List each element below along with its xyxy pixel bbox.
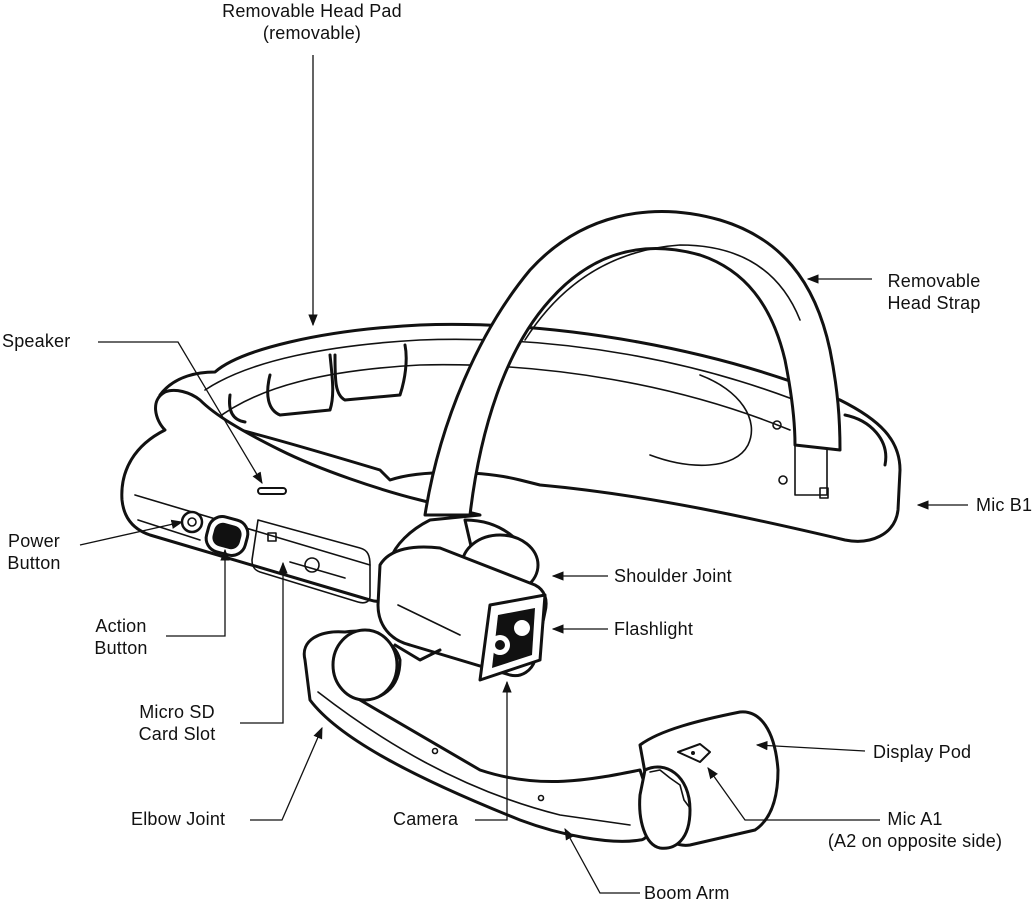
boom-arm [302, 628, 654, 843]
shoulder-and-camera-module [376, 518, 548, 682]
label-display-pod: Display Pod [873, 742, 972, 762]
label-power-line1: Power [7, 531, 61, 551]
label-flashlight: Flashlight [614, 619, 694, 639]
label-boom-arm: Boom Arm [644, 883, 730, 903]
label-micro-sd-line1: Micro SD [139, 702, 215, 722]
label-shoulder-joint: Shoulder Joint [614, 566, 732, 586]
label-elbow-joint: Elbow Joint [131, 809, 226, 829]
label-head-pad-line2: (removable) [262, 23, 362, 43]
leader-lines [79, 55, 968, 894]
label-head-pad-line1: Removable Head Pad [222, 1, 402, 21]
label-action-button: Action Button [80, 615, 162, 659]
head-strap [423, 210, 842, 517]
head-band-housing [157, 323, 902, 543]
label-head-pad: Removable Head Pad (removable) [196, 0, 428, 44]
label-mic-a1: Mic A1 (A2 on opposite side) [810, 808, 1020, 852]
label-head-strap: Removable Head Strap [866, 270, 1002, 314]
label-action-line2: Button [94, 638, 148, 658]
label-power-line2: Button [7, 553, 61, 573]
label-mic-b1: Mic B1 [976, 495, 1033, 515]
label-action-line1: Action [95, 616, 147, 636]
label-power-button: Power Button [0, 530, 68, 574]
display-pod [638, 710, 780, 850]
label-micro-sd-line2: Card Slot [138, 724, 216, 744]
label-speaker: Speaker [2, 331, 71, 351]
label-camera: Camera [393, 809, 459, 829]
label-mic-a1-line2: (A2 on opposite side) [827, 831, 1003, 851]
label-micro-sd: Micro SD Card Slot [128, 701, 226, 745]
label-head-strap-line1: Removable [887, 271, 981, 291]
label-head-strap-line2: Head Strap [887, 293, 981, 313]
label-mic-a1-line1: Mic A1 [887, 809, 943, 829]
